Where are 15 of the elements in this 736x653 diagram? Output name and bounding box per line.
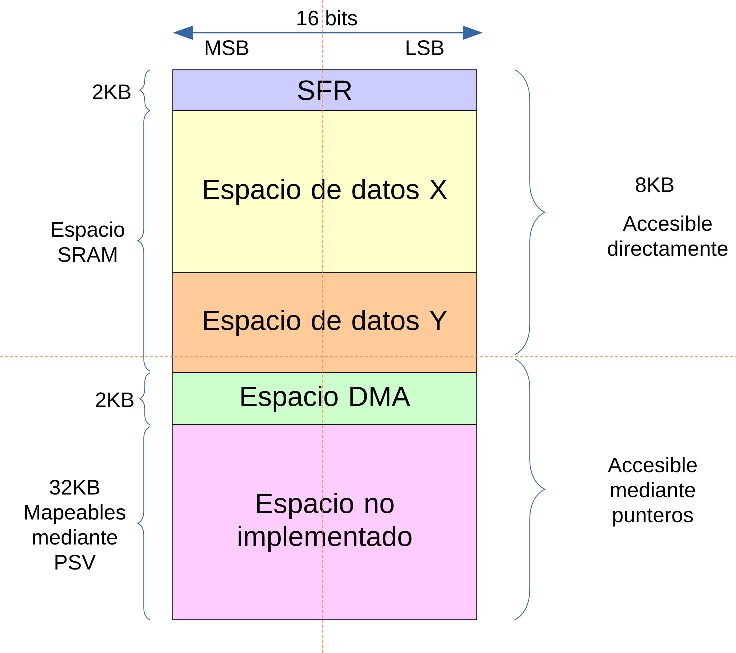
side-label: MSB [206, 40, 249, 56]
side-label: Accesible mediante punteros [608, 457, 697, 527]
memory-block: Espacio de datos Y [172, 272, 478, 374]
memory-block: Espacio DMA [172, 372, 478, 426]
side-label: 2KB [93, 84, 131, 100]
memory-block: Espacio no implementado [172, 424, 478, 620]
side-label: 2KB [96, 392, 134, 408]
side-label: Accesible directamente [608, 216, 728, 256]
side-label: Espacio SRAM [52, 222, 124, 262]
side-label: 16 bits [298, 10, 358, 26]
side-label: 8KB [636, 178, 674, 192]
memory-block: Espacio de datos X [172, 110, 478, 274]
memory-block: SFR [172, 70, 478, 112]
side-label: 32KB Mapeables mediante PSV [25, 480, 126, 570]
side-label: LSB [406, 40, 444, 56]
